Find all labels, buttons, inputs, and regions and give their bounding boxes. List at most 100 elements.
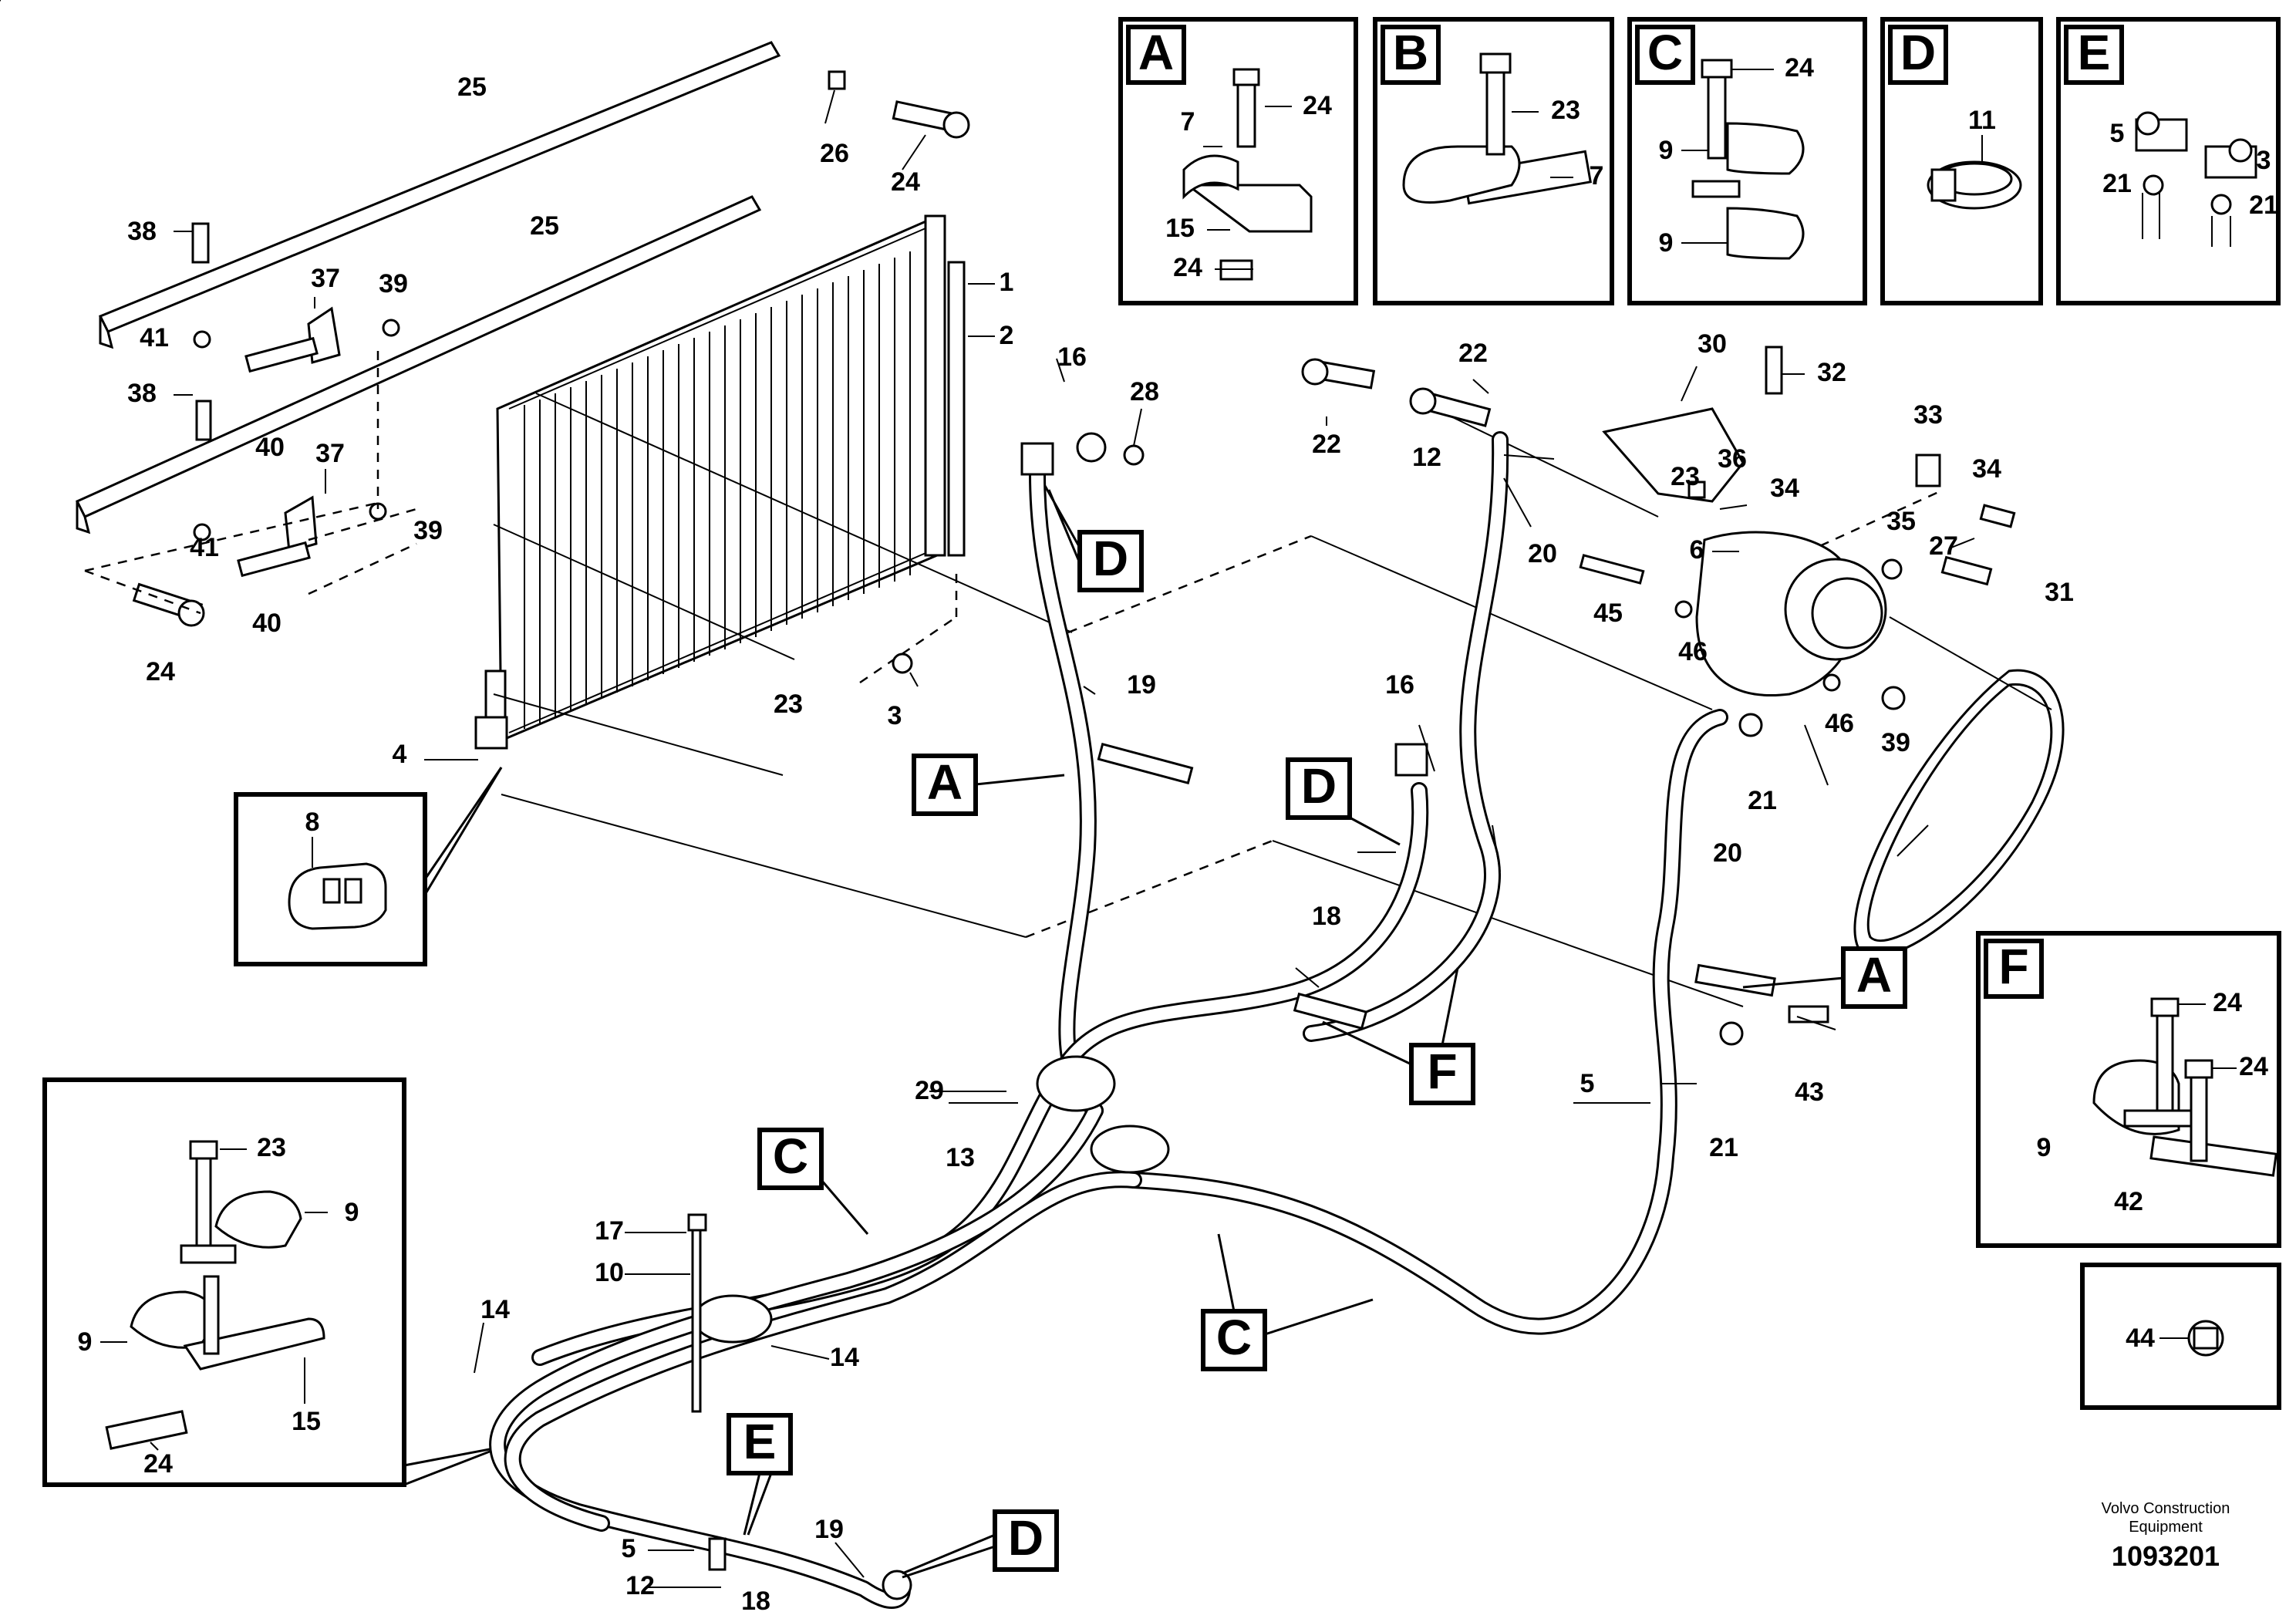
callout-14-left: 14	[480, 1295, 510, 1324]
callout-14-right: 14	[830, 1343, 859, 1372]
callout-19-bottom: 19	[814, 1515, 844, 1544]
footer-credit-line-2: Equipment	[2129, 1519, 2203, 1536]
callout-24-top: 24	[891, 167, 920, 197]
footer-credit-line-1: Volvo Construction	[2102, 1500, 2230, 1517]
callout-29: 29	[915, 1076, 944, 1105]
callout-23-compressor: 23	[1671, 462, 1700, 491]
detail-c-label-24: 24	[1785, 53, 1814, 83]
callout-40-top: 40	[255, 433, 285, 462]
ref-letter-c-left: C	[773, 1128, 808, 1184]
callout-3: 3	[888, 701, 902, 730]
ref-letter-d-bottom: D	[1008, 1510, 1043, 1566]
callout-36: 36	[1718, 444, 1747, 474]
ref-letter-f: F	[1427, 1044, 1457, 1099]
callout-34-right: 34	[1972, 454, 2001, 484]
callout-6: 6	[1690, 535, 1704, 565]
callout-23-condenser-upper: 23	[774, 690, 803, 719]
detail-box-c: C 24 9 9	[1627, 17, 1867, 305]
callout-20-middle: 20	[1713, 838, 1742, 868]
callout-2: 2	[1000, 321, 1014, 350]
detail-box-f-letter: F	[1998, 939, 2028, 994]
callout-1: 1	[1000, 268, 1014, 297]
detail-f-label-42: 42	[2114, 1187, 2143, 1216]
callout-numbers: 25 26 24 38 37 39 41 25 1 2 16 28 38 40 …	[127, 73, 2074, 1616]
callout-17: 17	[595, 1216, 624, 1246]
callout-20-top: 20	[1528, 539, 1557, 568]
callout-40-bottom: 40	[252, 609, 282, 638]
callout-45: 45	[1593, 599, 1623, 628]
detail-box-a-letter: A	[1138, 25, 1174, 80]
detail-f-label-24-right: 24	[2239, 1052, 2268, 1081]
callout-31: 31	[2045, 578, 2074, 607]
callout-12-bottom: 12	[625, 1571, 655, 1600]
callout-38-middle: 38	[127, 379, 157, 408]
reference-letters: D A D A F C C E D	[727, 485, 1907, 1579]
callout-21-upper: 21	[1748, 786, 1777, 815]
callout-41-middle: 41	[190, 533, 219, 562]
callout-26: 26	[820, 139, 849, 168]
callout-18-bottom: 18	[741, 1587, 770, 1616]
detail-e-label-5: 5	[2110, 119, 2125, 148]
callout-39-compressor: 39	[1881, 728, 1910, 757]
detail-box-e: E 5 3 21 21	[2056, 17, 2281, 305]
callout-4: 4	[393, 740, 407, 769]
inset-left-label-23: 23	[257, 1133, 286, 1162]
inset-left-label-15: 15	[292, 1407, 321, 1436]
inset-connector-label-8: 8	[305, 808, 320, 837]
callout-35: 35	[1886, 507, 1916, 536]
detail-f-label-24-top: 24	[2213, 988, 2242, 1017]
inset-left-label-9-left: 9	[78, 1327, 93, 1357]
callout-18-top: 18	[1312, 902, 1341, 931]
callout-19-top: 19	[1127, 670, 1156, 700]
inset-plug-label-44: 44	[2126, 1324, 2155, 1353]
detail-e-label-3: 3	[2257, 146, 2271, 175]
ref-letter-c-right: C	[1216, 1310, 1252, 1365]
detail-box-e-letter: E	[2078, 25, 2111, 80]
callout-22-left: 22	[1312, 430, 1341, 459]
detail-e-label-21-right: 21	[2249, 191, 2278, 220]
detail-box-f: F 24 24 9 42	[1976, 931, 2281, 1248]
footer: Volvo Construction Equipment 1093201	[2102, 1500, 2230, 1572]
callout-30: 30	[1698, 329, 1727, 359]
callout-13: 13	[946, 1143, 975, 1172]
detail-f-label-9: 9	[2037, 1133, 2052, 1162]
callout-33: 33	[1913, 400, 1943, 430]
callout-41-top: 41	[140, 323, 169, 352]
callout-28: 28	[1130, 377, 1159, 406]
callout-22-right: 22	[1458, 339, 1488, 368]
callout-43: 43	[1795, 1077, 1824, 1107]
inset-plug: 44	[2080, 1263, 2281, 1410]
callout-16-top: 16	[1057, 342, 1087, 372]
upper-brackets	[75, 41, 970, 627]
callout-39-middle: 39	[413, 516, 443, 545]
detail-box-b: B 23 7	[1373, 17, 1614, 305]
compressor	[1301, 346, 2065, 957]
detail-c-label-9-bottom: 9	[1659, 228, 1674, 258]
condenser	[424, 214, 995, 760]
callout-34-left: 34	[1770, 474, 1799, 503]
detail-d-label-11: 11	[1968, 106, 1996, 135]
callout-46-right: 46	[1825, 709, 1854, 738]
callout-37-top: 37	[311, 264, 340, 293]
detail-e-label-21-left: 21	[2102, 169, 2132, 198]
detail-b-label-7: 7	[1590, 161, 1604, 191]
callout-27: 27	[1929, 531, 1958, 561]
callout-46-left: 46	[1678, 637, 1708, 666]
inset-left-label-24: 24	[143, 1449, 173, 1479]
detail-a-label-15: 15	[1165, 214, 1195, 243]
callout-38-top: 38	[127, 217, 157, 246]
detail-a-label-24-top: 24	[1303, 91, 1332, 120]
callout-5-right: 5	[1580, 1069, 1595, 1098]
detail-a-label-24-bottom: 24	[1173, 253, 1202, 282]
callout-21-lower: 21	[1709, 1133, 1738, 1162]
footer-document-number: 1093201	[2112, 1540, 2220, 1572]
inset-left-clamps: 23 9 9 24 15	[0, 0, 494, 1487]
ref-letter-a-left: A	[927, 754, 963, 810]
hose-fittings	[687, 432, 1829, 1600]
detail-box-b-letter: B	[1393, 25, 1428, 80]
callout-5-bottom: 5	[622, 1534, 636, 1563]
detail-box-c-letter: C	[1647, 25, 1683, 80]
callout-10: 10	[595, 1258, 624, 1287]
callout-24-left: 24	[146, 657, 175, 686]
